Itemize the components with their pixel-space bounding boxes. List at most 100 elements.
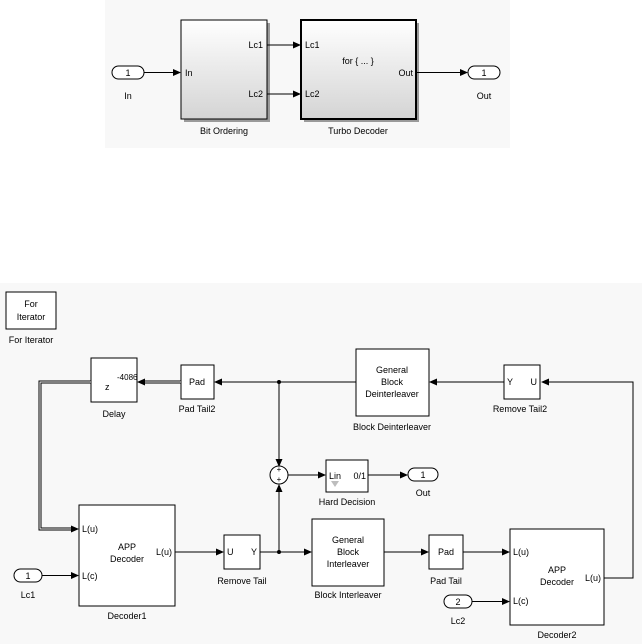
arrowhead (502, 548, 510, 556)
top-in-port-label: In (124, 91, 132, 101)
hard-decision-name: Hard Decision (319, 497, 376, 507)
svg-text:L(u): L(u) (513, 547, 529, 557)
svg-text:z: z (105, 382, 110, 392)
wire-pad-tail2-to-delay (137, 378, 181, 386)
block-interleaver-name: Block Interleaver (314, 590, 381, 600)
remove-tail2-block[interactable]: Y U Remove Tail2 (493, 364, 547, 414)
svg-text:Interleaver: Interleaver (327, 559, 370, 569)
svg-text:General: General (332, 535, 364, 545)
for-iterator-block[interactable]: For Iterator For Iterator (5, 291, 57, 345)
svg-text:1: 1 (125, 68, 130, 78)
sub-out-port[interactable]: 1 Out (407, 467, 439, 498)
top-out-port-label: Out (477, 91, 492, 101)
svg-text:APP: APP (118, 542, 136, 552)
decoder2-name: Decoder2 (537, 630, 576, 640)
arrowhead (502, 598, 510, 605)
svg-text:+: + (277, 475, 282, 484)
remove-tail2-name: Remove Tail2 (493, 404, 547, 414)
turbo-decoder-name: Turbo Decoder (328, 126, 388, 136)
svg-text:Y: Y (507, 377, 513, 387)
svg-text:1: 1 (420, 470, 425, 480)
svg-text:Lin: Lin (329, 471, 341, 481)
decoder1-name: Decoder1 (107, 611, 146, 621)
bit-ordering-out2-label: Lc2 (248, 89, 263, 99)
arrowhead (400, 471, 408, 479)
hard-decision-block[interactable]: Lin 0/1 Hard Decision (319, 459, 376, 507)
svg-text:APP: APP (548, 565, 566, 575)
turbo-decoder-out-label: Out (398, 68, 413, 78)
svg-text:L(u): L(u) (156, 547, 172, 557)
svg-text:-4086: -4086 (117, 373, 138, 382)
sub-out-port-label: Out (416, 488, 431, 498)
arrowhead (216, 548, 224, 556)
lc1-port-label: Lc1 (21, 590, 36, 600)
sub-model: For Iterator For Iterator Y U Remove Tai… (0, 283, 642, 644)
bit-ordering-block[interactable]: In Lc1 Lc2 Bit Ordering (180, 19, 270, 136)
arrowhead (275, 459, 283, 467)
decoder2-block[interactable]: L(u) L(c) L(u) APP Decoder Decoder2 (509, 528, 605, 640)
svg-text:1: 1 (25, 571, 30, 581)
svg-text:Pad: Pad (189, 377, 205, 387)
turbo-decoder-block[interactable]: Lc1 Lc2 for { ... } Out Turbo Decoder (300, 19, 419, 136)
svg-text:L(u): L(u) (82, 524, 98, 534)
remove-tail-block[interactable]: U Y Remove Tail (217, 534, 267, 586)
lc2-port[interactable]: 2 Lc2 (443, 594, 473, 626)
svg-text:Deinterleaver: Deinterleaver (365, 389, 419, 399)
svg-text:1: 1 (481, 68, 486, 78)
arrowhead (429, 378, 437, 386)
svg-text:Decoder: Decoder (540, 577, 574, 587)
block-interleaver-block[interactable]: General Block Interleaver Block Interlea… (311, 518, 385, 600)
down-arrow-icon (331, 481, 339, 487)
svg-text:2: 2 (455, 597, 460, 607)
svg-text:U: U (227, 547, 234, 557)
arrowhead (318, 471, 326, 479)
lc1-port[interactable]: 1 Lc1 (13, 568, 43, 600)
turbo-decoder-in2-label: Lc2 (305, 89, 320, 99)
arrowhead (421, 548, 429, 556)
block-deinterleaver-name: Block Deinterleaver (353, 422, 431, 432)
pad-tail2-block[interactable]: Pad Pad Tail2 (179, 364, 216, 414)
arrowhead (214, 378, 222, 386)
svg-text:+: + (277, 465, 282, 474)
block-deinterleaver-block[interactable]: General Block Deinterleaver Block Deinte… (353, 348, 431, 432)
turbo-decoder-body: for { ... } (342, 56, 374, 66)
svg-text:Block: Block (381, 377, 404, 387)
arrowhead (293, 41, 301, 49)
arrowhead (173, 69, 181, 76)
arrowhead (304, 548, 312, 556)
arrowhead (460, 69, 468, 76)
arrowhead (275, 484, 283, 492)
svg-text:Y: Y (251, 547, 257, 557)
pad-tail2-name: Pad Tail2 (179, 404, 216, 414)
svg-text:Block: Block (337, 547, 360, 557)
svg-text:Decoder: Decoder (110, 554, 144, 564)
bit-ordering-name: Bit Ordering (200, 126, 248, 136)
svg-text:U: U (531, 377, 538, 387)
svg-text:L(u): L(u) (585, 573, 601, 583)
svg-text:For: For (24, 299, 38, 309)
arrowhead (293, 90, 301, 98)
svg-text:General: General (376, 365, 408, 375)
top-model: 1 In In Lc1 Lc2 Bit Ordering Lc1 Lc2 for… (105, 0, 510, 148)
arrowhead (71, 572, 79, 579)
for-iterator-name: For Iterator (9, 335, 54, 345)
remove-tail-name: Remove Tail (217, 576, 266, 586)
decoder1-block[interactable]: L(u) L(c) L(u) APP Decoder Decoder1 (78, 504, 176, 621)
bit-ordering-in-label: In (185, 68, 193, 78)
svg-text:Iterator: Iterator (17, 312, 46, 322)
bit-ordering-out1-label: Lc1 (248, 40, 263, 50)
pad-tail-name: Pad Tail (430, 576, 462, 586)
delay-block[interactable]: -4086 z Delay (90, 357, 138, 419)
pad-tail-block[interactable]: Pad Pad Tail (428, 534, 464, 586)
svg-text:L(c): L(c) (82, 571, 98, 581)
svg-text:L(c): L(c) (513, 596, 529, 606)
delay-name: Delay (102, 409, 126, 419)
svg-text:0/1: 0/1 (353, 471, 366, 481)
svg-text:Pad: Pad (438, 547, 454, 557)
wire-decoder2-feedback (541, 378, 634, 579)
turbo-decoder-in1-label: Lc1 (305, 40, 320, 50)
lc2-port-label: Lc2 (451, 616, 466, 626)
wire-delay-to-decoder1 (38, 380, 91, 533)
top-out-port[interactable]: 1 Out (467, 65, 501, 101)
